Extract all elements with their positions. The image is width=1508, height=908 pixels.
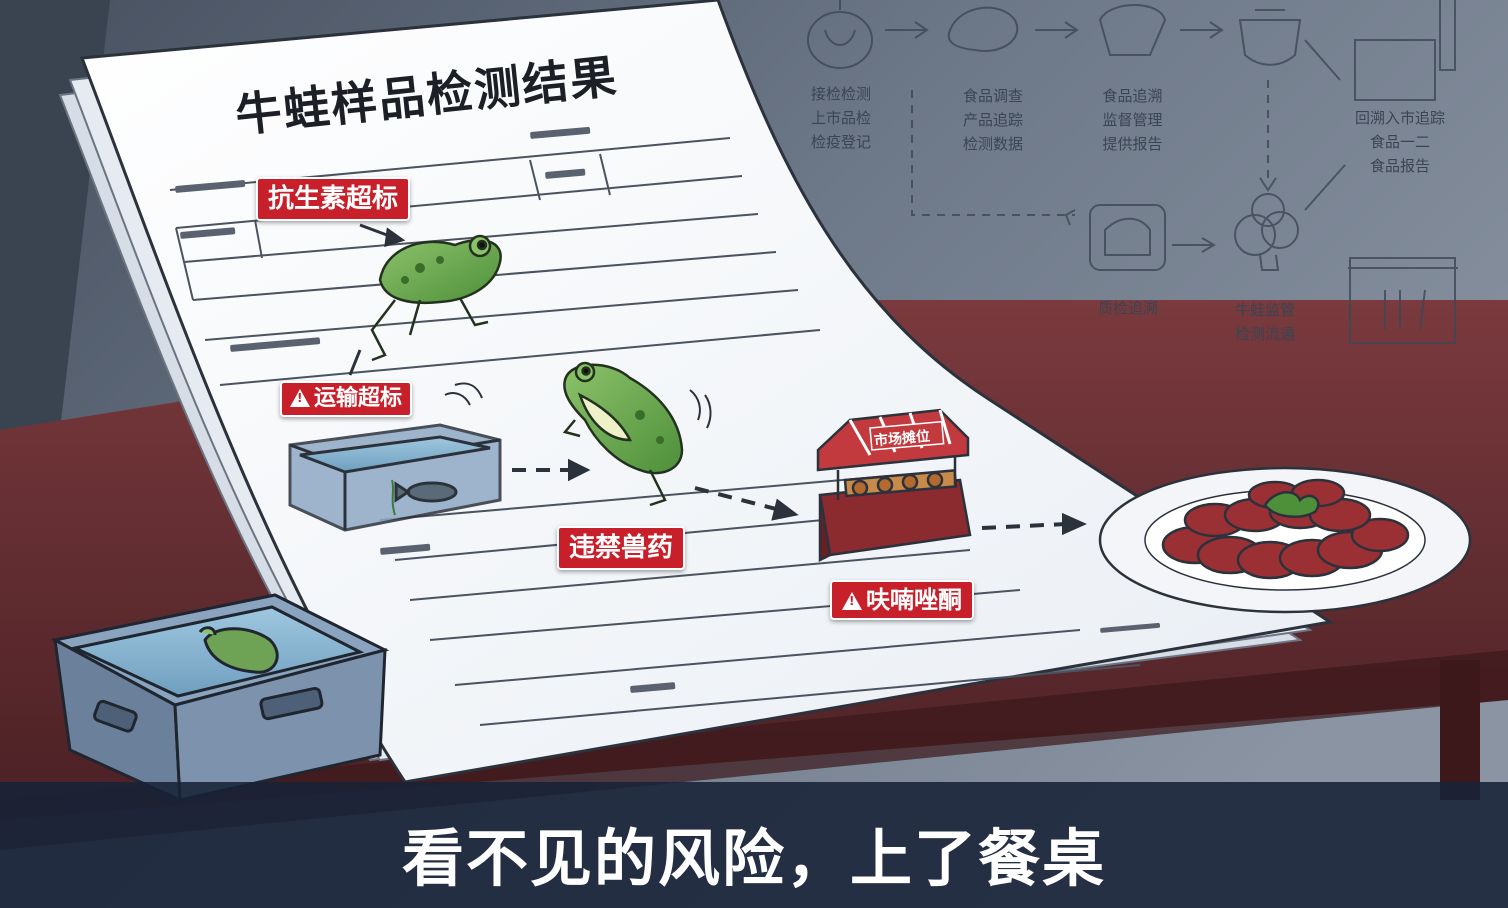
plastic-crate bbox=[50, 593, 390, 803]
warning-icon bbox=[290, 389, 310, 407]
frog-leaping bbox=[370, 234, 502, 362]
form-scribbles bbox=[175, 126, 1161, 693]
tag-antibiotic-label: 抗生素超标 bbox=[268, 184, 399, 214]
flow-step-5: 质检追溯 bbox=[1097, 299, 1158, 317]
flow-step-6: 牛蛙监管 检测流通 bbox=[1234, 301, 1295, 343]
table-leg bbox=[1440, 660, 1480, 800]
warning-icon bbox=[842, 592, 862, 610]
plate-with-meat bbox=[1098, 466, 1472, 614]
flow-step-4: 回溯入市追踪 食品一二 食品报告 bbox=[1354, 109, 1445, 175]
pointer-arrows bbox=[348, 223, 406, 376]
market-stall bbox=[816, 408, 972, 563]
caption-text: 看不见的风险，上了餐桌 bbox=[401, 822, 1106, 895]
flow-step-1: 接检检测 上市品检 检疫登记 bbox=[810, 85, 871, 151]
tag-furazolidone: 呋喃唑酮 bbox=[830, 580, 974, 620]
tag-antibiotic: 抗生素超标 bbox=[256, 177, 411, 221]
flow-step-2: 食品调查 产品追踪 检测数据 bbox=[962, 87, 1023, 153]
tag-transport: 运输超标 bbox=[280, 381, 413, 417]
flow-arrows bbox=[512, 458, 1087, 536]
frog-sitting bbox=[562, 361, 684, 507]
tag-transport-label: 运输超标 bbox=[314, 386, 403, 411]
fish-tank bbox=[288, 423, 502, 532]
motion-lines bbox=[444, 382, 712, 429]
tag-banned-drug-label: 违禁兽药 bbox=[569, 533, 674, 563]
tag-banned-drug: 违禁兽药 bbox=[557, 526, 686, 570]
tag-furazolidone-label: 呋喃唑酮 bbox=[866, 586, 962, 614]
flow-step-3: 食品追溯 监督管理 提供报告 bbox=[1102, 87, 1163, 153]
wall-flow-sketch bbox=[807, 0, 1458, 344]
caption-bar bbox=[0, 782, 1508, 908]
